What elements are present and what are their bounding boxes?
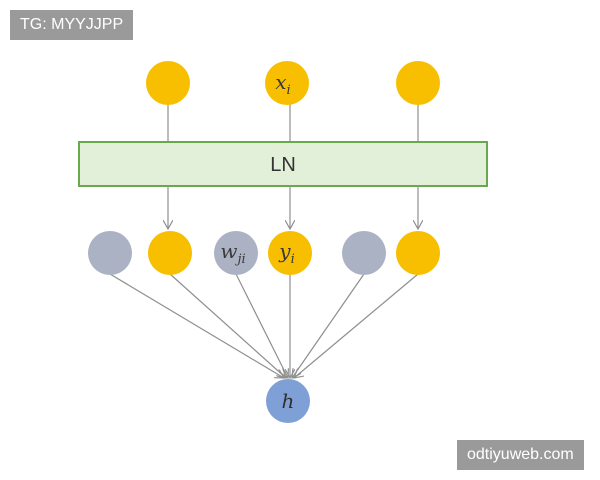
mid-node-5-gray [342,231,386,275]
label-w: w [220,239,237,263]
watermark-top-left: TG: MYYJJPP [10,10,134,40]
layer-norm-label: LN [270,154,296,176]
label-x: x [275,70,286,94]
mid-node-y-i: yi [268,231,312,275]
mid-node-1-gray [88,231,132,275]
mid-node-2-yellow [148,231,192,275]
edge-mid-6-to-h [294,273,419,378]
edge-mid-3-to-h [235,273,288,378]
mid-node-6-yellow [396,231,440,275]
svg-text:wji: wji [220,239,245,267]
svg-text:yi: yi [278,239,294,267]
output-node-h: h [266,379,310,423]
watermark-bottom-right: odtiyuweb.com [457,440,584,470]
edge-mid-1-to-h [109,273,284,378]
label-h: h [282,389,295,413]
label-x-sub: i [287,83,291,98]
mid-node-w-ji: wji [214,231,258,275]
svg-text:xi: xi [275,70,290,98]
top-node-x-i: xi [265,61,309,105]
label-w-sub: ji [234,252,245,267]
edge-mid-2-to-h [169,273,286,378]
layer-norm-box [78,141,488,187]
label-y-sub: i [291,252,295,267]
top-node-1 [146,61,190,105]
label-y: y [278,239,291,263]
edge-mid-5-to-h [292,273,365,378]
top-node-3 [396,61,440,105]
